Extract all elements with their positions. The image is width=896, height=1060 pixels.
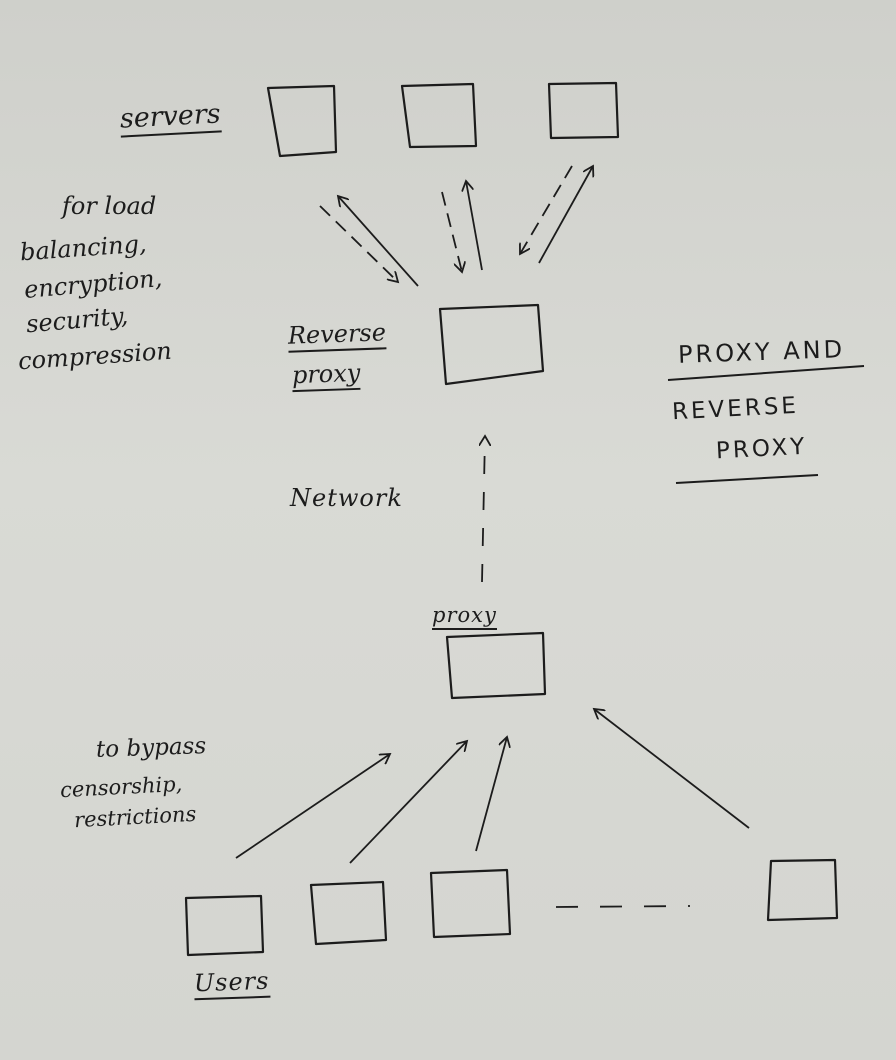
arrow-reverse-to-server-1	[338, 196, 419, 287]
reverse-proxy-label-line-1: Reverse	[287, 318, 387, 353]
arrow-user-3-to-proxy	[475, 737, 507, 852]
title-line-1: PROXY AND	[677, 335, 846, 369]
reverse-purpose-line-1: for load	[62, 192, 157, 220]
arrow-reverse-to-server-2	[466, 181, 483, 271]
users-ellipsis	[555, 905, 691, 908]
title-line-3: PROXY	[715, 433, 808, 465]
arrow-user-1-to-proxy	[235, 754, 390, 859]
title-underline-1	[667, 365, 865, 381]
user-box-4	[766, 858, 839, 922]
arrow-user-2-to-proxy	[349, 741, 467, 864]
servers-label: servers	[119, 98, 222, 138]
arrow-user-4-to-proxy	[594, 709, 750, 829]
title-underline-2	[675, 474, 819, 484]
arrow-network-dashed	[482, 436, 485, 583]
reverse-proxy-box	[438, 303, 545, 386]
network-label: Network	[290, 484, 403, 512]
user-box-2	[309, 880, 388, 946]
server-box-3	[547, 81, 620, 140]
arrow-server-2-to-reverse-dashed	[441, 191, 462, 272]
arrow-server-1-to-reverse-dashed	[319, 205, 398, 282]
users-label: Users	[193, 967, 271, 1001]
arrow-reverse-to-server-3	[538, 166, 593, 264]
server-box-1	[266, 84, 338, 158]
proxy-purpose-line-1: to bypass	[95, 733, 207, 763]
user-box-3	[429, 868, 512, 939]
user-box-1	[184, 894, 265, 957]
proxy-label: proxy	[432, 604, 497, 631]
server-box-2	[400, 82, 478, 149]
reverse-proxy-label-line-2: proxy	[291, 359, 361, 393]
arrow-server-3-to-reverse-dashed	[520, 165, 573, 254]
proxy-box	[445, 631, 547, 700]
